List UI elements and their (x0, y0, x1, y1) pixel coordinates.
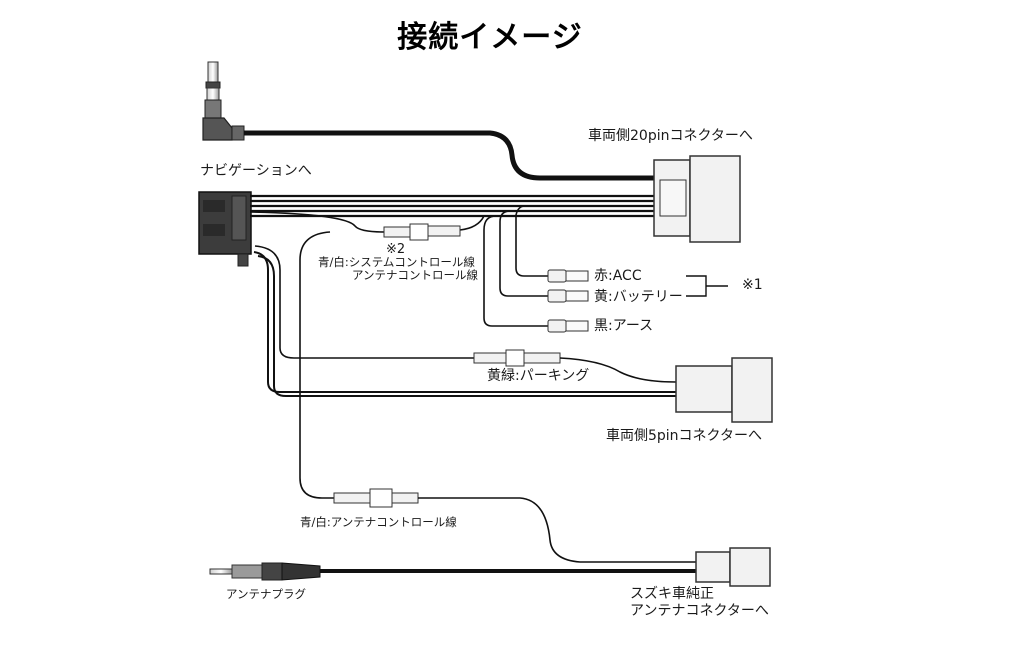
system-control-connector (383, 223, 461, 241)
audio-cable (244, 130, 660, 181)
ground-terminal (547, 319, 589, 333)
label-suzuki: スズキ車純正 (630, 586, 714, 602)
label-suzuki-antenna: アンテナコネクターへ (630, 603, 769, 619)
label-acc: 赤:ACC (594, 268, 642, 284)
label-navigation: ナビゲーションへ (200, 163, 312, 179)
system-control-wire (249, 211, 385, 233)
label-battery: 黄:バッテリー (594, 289, 683, 305)
label-antenna-control: 青/白:アンテナコントロール線 (300, 515, 457, 529)
vehicle-20pin-connector (653, 155, 741, 243)
antenna-control-wire (299, 231, 334, 499)
navigation-connector (198, 191, 252, 267)
label-antenna-plug: アンテナプラグ (226, 587, 307, 601)
label-vehicle-20pin: 車両側20pinコネクターへ (588, 128, 753, 144)
label-antenna-control-sub: アンテナコントロール線 (352, 268, 479, 282)
five-pin-wires (253, 251, 676, 397)
label-parking: 黄緑:パーキング (487, 368, 590, 384)
parking-wire (254, 245, 474, 359)
wire-harness-bundle (250, 194, 660, 218)
power-branch-wires (483, 205, 548, 327)
parking-connector (473, 349, 561, 367)
antenna-plug-icon (209, 562, 321, 581)
label-vehicle-5pin: 車両側5pinコネクターへ (606, 428, 762, 444)
antenna-control-connector (333, 488, 419, 508)
label-ground: 黒:アース (594, 318, 654, 334)
audio-plug-icon (202, 61, 245, 141)
suzuki-antenna-connector (695, 547, 771, 587)
vehicle-5pin-connector (675, 357, 773, 423)
diagram-title: 接続イメージ (397, 20, 583, 55)
label-note2: ※2 (386, 242, 406, 257)
acc-terminal (547, 269, 589, 283)
battery-terminal (547, 289, 589, 303)
note1-bracket (686, 275, 728, 297)
label-system-control: 青/白:システムコントロール線 (318, 255, 475, 269)
label-note1: ※1 (742, 277, 763, 293)
